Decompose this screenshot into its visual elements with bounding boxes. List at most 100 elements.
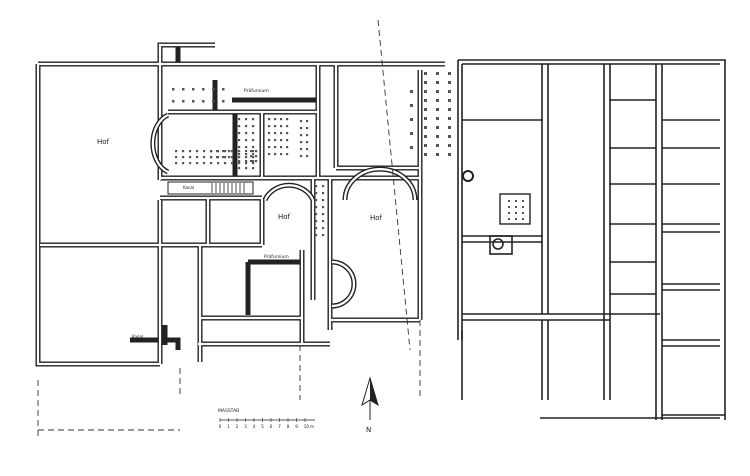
pillar	[238, 167, 241, 170]
pillar-dot	[424, 81, 427, 84]
building-dot	[522, 218, 524, 220]
label-hof-3: Hof	[370, 214, 383, 222]
pillar-dot	[424, 126, 427, 129]
pillar	[210, 150, 213, 153]
pillar-dot	[410, 146, 413, 149]
pillar-dot	[222, 88, 225, 91]
pillar	[315, 199, 318, 202]
pillar	[222, 150, 225, 153]
pillar-dot	[448, 72, 451, 75]
small-building	[462, 170, 531, 255]
pillar	[274, 153, 277, 156]
pillar-dot	[424, 117, 427, 120]
pillar-dot	[448, 117, 451, 120]
pillar	[175, 150, 178, 153]
pillar	[286, 146, 289, 149]
pillar-dot	[192, 100, 195, 103]
pillar	[238, 150, 241, 153]
pillar	[252, 153, 255, 156]
scale-tick-label: 3	[244, 424, 247, 429]
pillar-dot	[410, 132, 413, 135]
label-kanal-1: Kanal	[183, 185, 194, 190]
pillar-dot	[436, 153, 439, 156]
pillar	[245, 156, 248, 159]
pillar	[306, 127, 309, 130]
scale-tick-label: 1	[227, 424, 230, 429]
pillar-dot	[172, 88, 175, 91]
pillar	[268, 139, 271, 142]
pillar	[315, 220, 318, 223]
building-dot	[522, 200, 524, 202]
pillar-dot	[436, 135, 439, 138]
pillar	[252, 156, 255, 159]
pillar	[224, 150, 227, 153]
pillar-dot	[436, 99, 439, 102]
pillar	[238, 139, 241, 142]
pillar	[216, 156, 219, 159]
pillar	[315, 206, 318, 209]
label-kanal-2: Kanal	[132, 334, 143, 339]
apses	[150, 112, 418, 309]
pillar	[238, 153, 241, 156]
pillar	[231, 156, 234, 159]
scale-tick-label: 6	[270, 424, 273, 429]
north-letter: N	[366, 426, 371, 434]
building-dot	[522, 206, 524, 208]
scale-tick-label: 5	[261, 424, 264, 429]
pillar	[196, 162, 199, 165]
pillar-dot	[410, 118, 413, 121]
pillar	[286, 125, 289, 128]
pillar	[268, 125, 271, 128]
building-dot	[515, 212, 517, 214]
pillar	[300, 127, 303, 130]
pillar-dot	[448, 135, 451, 138]
pillar-dot	[222, 100, 225, 103]
pillar	[306, 134, 309, 137]
pillar	[255, 155, 258, 158]
pillar-dot	[448, 99, 451, 102]
scale-tick-label: 9	[295, 424, 298, 429]
pillar	[231, 150, 234, 153]
building-dot	[508, 218, 510, 220]
pillar	[315, 227, 318, 230]
pillar-dot	[424, 90, 427, 93]
pillar-dot	[436, 117, 439, 120]
right-complex-walls	[457, 59, 726, 420]
pillar-dot	[448, 108, 451, 111]
pillar	[245, 160, 248, 163]
pillar	[322, 234, 325, 237]
pillar	[245, 167, 248, 170]
pillar	[238, 146, 241, 149]
pillar	[300, 155, 303, 158]
pillar	[306, 120, 309, 123]
pillar-dot	[448, 90, 451, 93]
pillar	[268, 132, 271, 135]
pillar-dot	[202, 88, 205, 91]
pillar-dot	[212, 88, 215, 91]
building-dot	[508, 200, 510, 202]
pillar	[245, 162, 248, 165]
building-dot	[522, 212, 524, 214]
pillar	[280, 153, 283, 156]
building-dot	[515, 206, 517, 208]
label-praefurnium-1: Präfurnium	[244, 88, 269, 94]
pillar-dot	[436, 126, 439, 129]
pillar	[300, 148, 303, 151]
label-praefurnium-2: Präfurnium	[264, 254, 289, 260]
building-dot	[515, 218, 517, 220]
pillar	[274, 125, 277, 128]
pillar	[286, 132, 289, 135]
pillar-dot	[410, 90, 413, 93]
pillar	[268, 153, 271, 156]
pillar-dot	[448, 81, 451, 84]
pillar	[182, 156, 185, 159]
pillar	[252, 132, 255, 135]
pillar	[306, 148, 309, 151]
pillar	[250, 160, 253, 163]
pillar	[268, 118, 271, 121]
pillar-dot	[436, 90, 439, 93]
pillar-dot	[424, 135, 427, 138]
pillar	[315, 192, 318, 195]
pillar	[203, 156, 206, 159]
